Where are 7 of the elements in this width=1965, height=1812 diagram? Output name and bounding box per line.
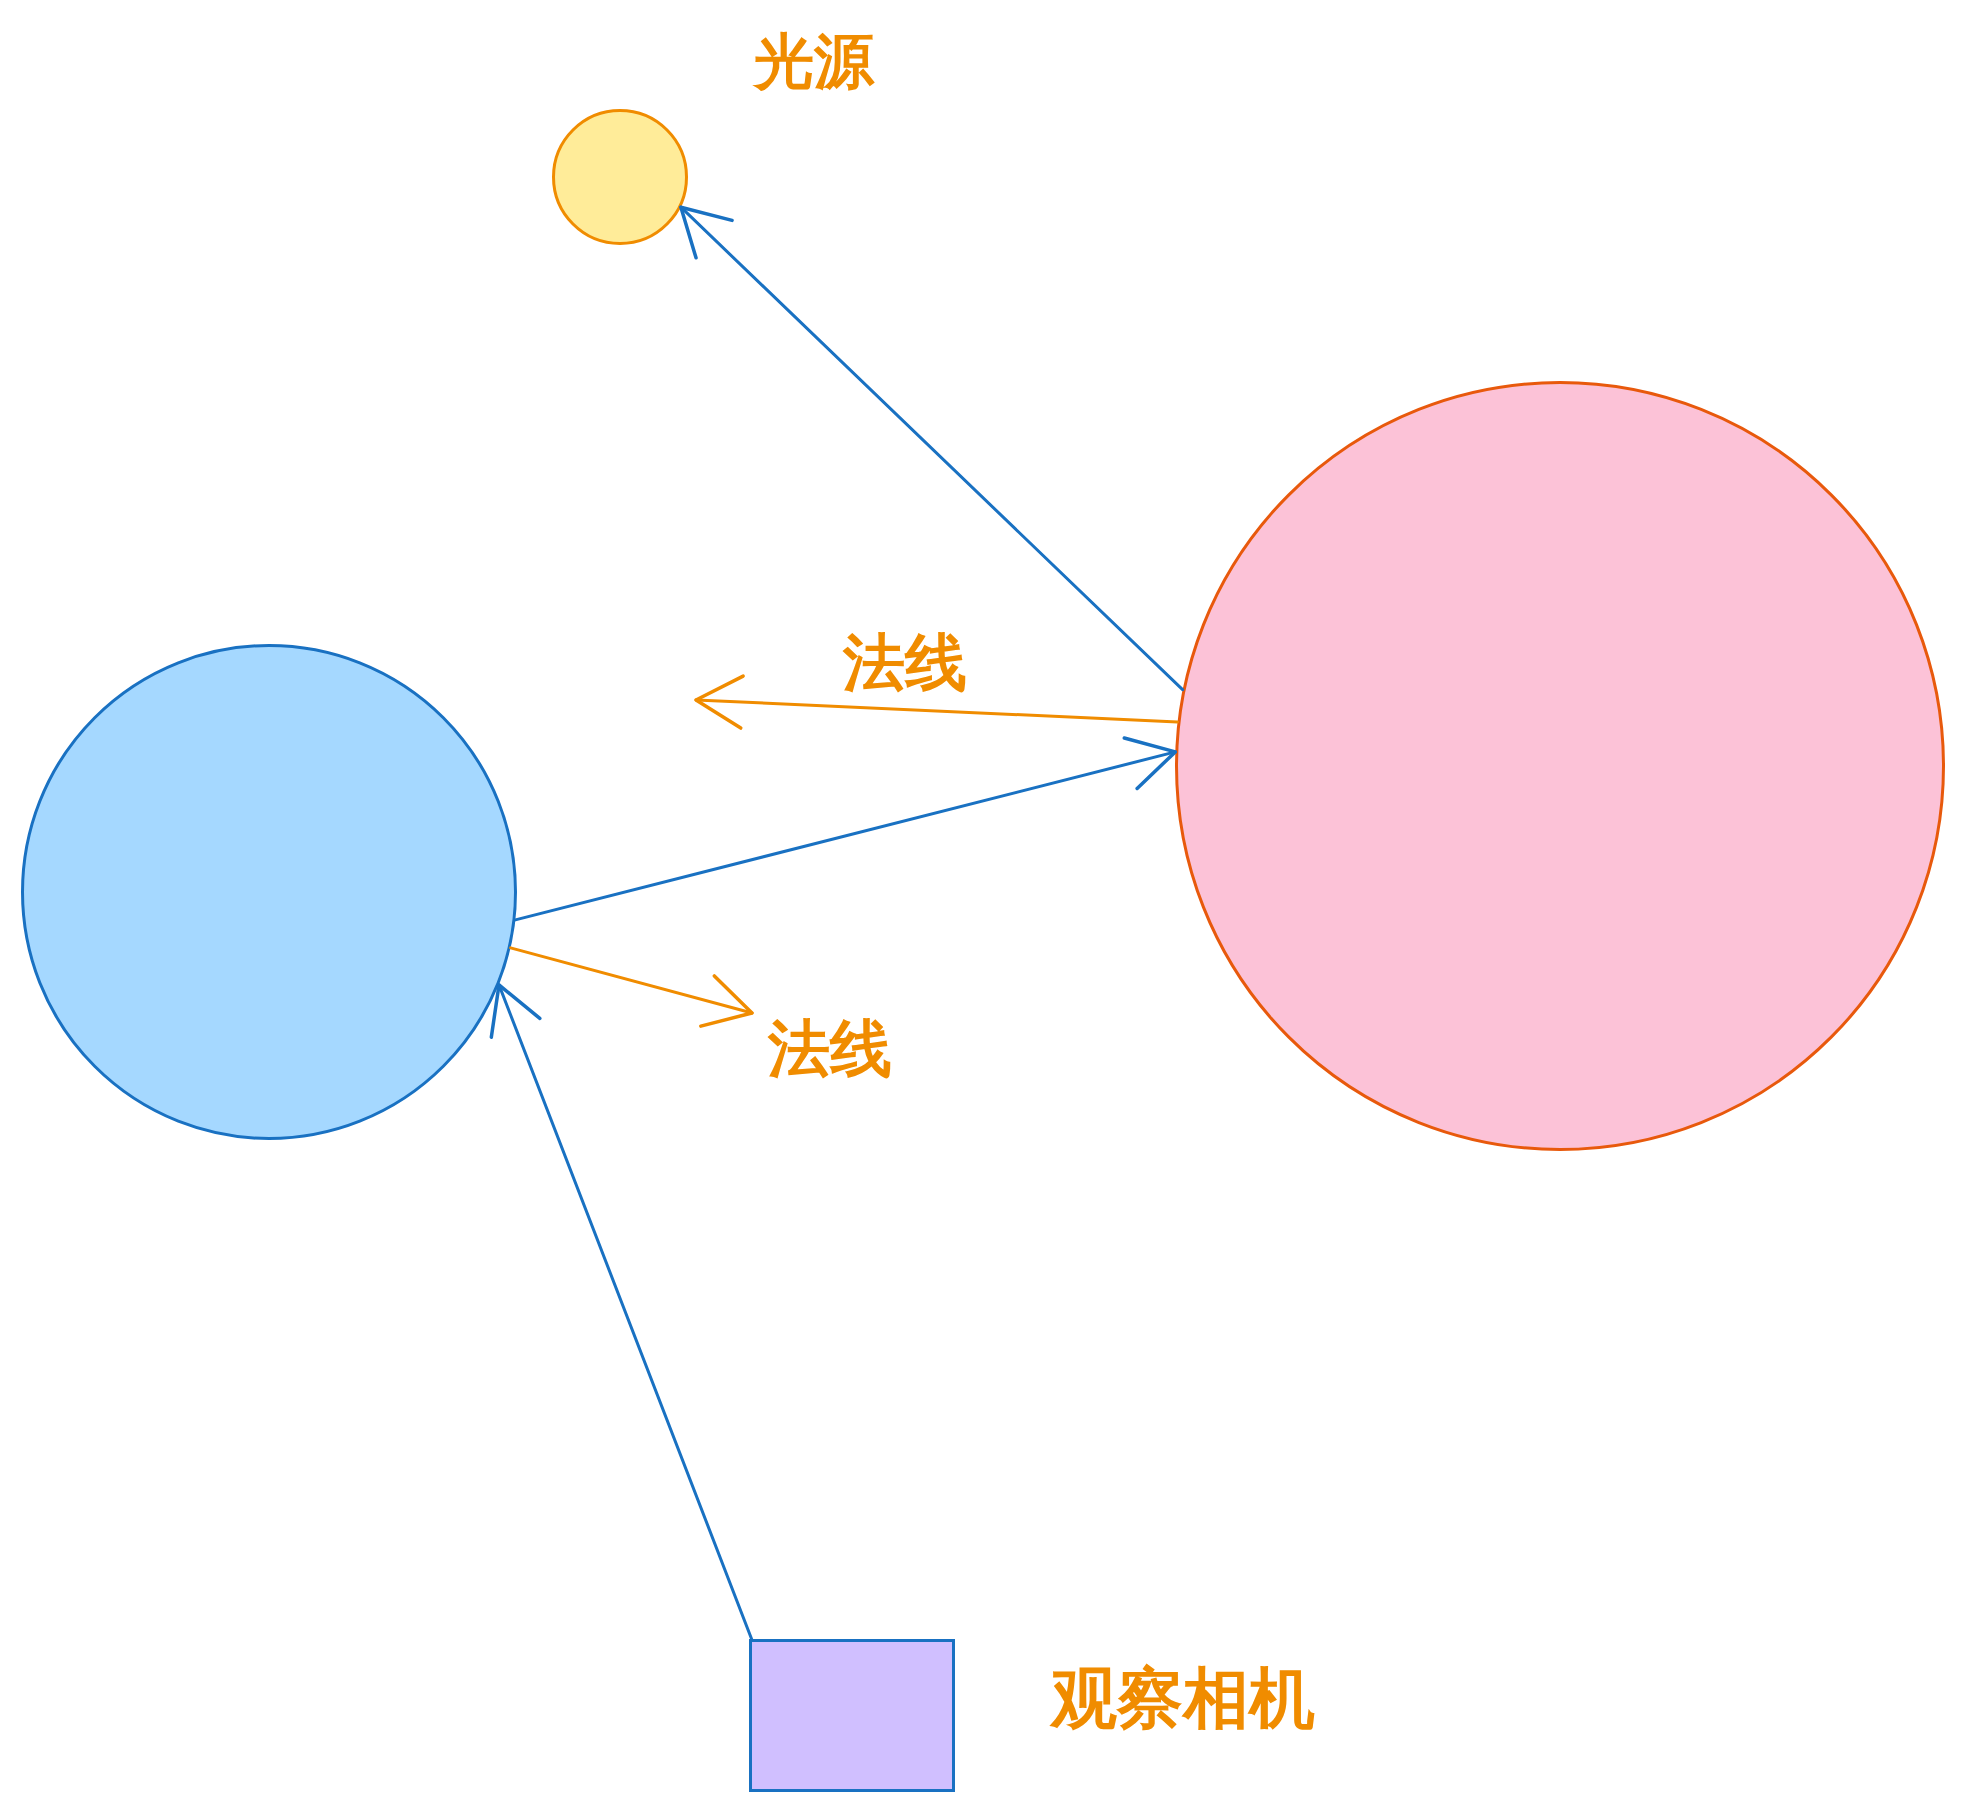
arrow [694,674,1179,730]
arrow [513,736,1178,922]
arrow [509,946,754,1028]
arrow [489,983,754,1641]
arrow [679,205,1185,692]
node-label: 观察相机 [1051,1661,1315,1737]
node-label: 光源 [754,26,874,96]
